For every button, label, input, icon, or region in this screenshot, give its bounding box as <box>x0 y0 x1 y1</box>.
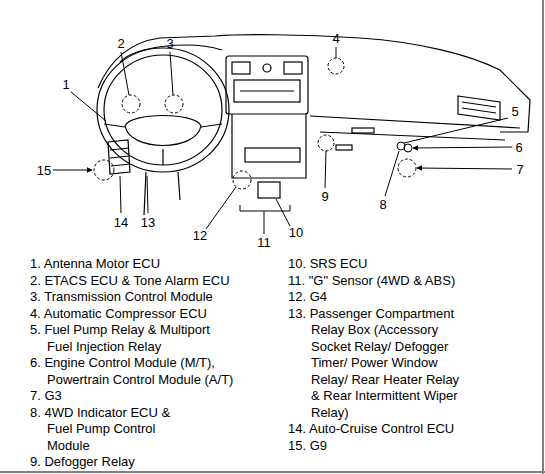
location-markers <box>94 58 416 189</box>
vent-slat <box>111 164 130 166</box>
bracket <box>240 205 290 211</box>
radio-slot <box>240 90 294 91</box>
leader-line <box>206 187 236 229</box>
dashboard-drawing <box>97 35 530 215</box>
parts-list-item: 5. Fuel Pump Relay & Multiport Fuel Inje… <box>30 322 230 355</box>
vent-slat <box>110 156 129 158</box>
leader-line <box>121 52 129 95</box>
steering-spoke <box>104 124 125 127</box>
leader-arrow <box>413 147 512 148</box>
parts-list-item: 1. Antenna Motor ECU <box>30 256 250 273</box>
center-vent <box>284 62 302 74</box>
parts-list-item: 9. Defogger Relay <box>30 454 250 471</box>
leader-line <box>120 176 121 213</box>
callout-number: 10 <box>289 225 303 240</box>
callout-number: 2 <box>117 36 124 51</box>
parts-list-item: 6. Engine Control Module (M/T), Powertra… <box>30 355 250 388</box>
center-console <box>232 114 306 178</box>
small-markers <box>397 142 412 152</box>
callout-number: 9 <box>321 189 328 204</box>
location-marker <box>122 95 140 113</box>
steering-column <box>178 172 180 200</box>
callout-number: 5 <box>511 104 518 119</box>
location-marker <box>328 58 344 74</box>
leader-arrow <box>53 170 92 171</box>
panel-slot <box>336 145 352 150</box>
callout-number: 6 <box>515 140 522 155</box>
leader-line <box>404 118 508 143</box>
callout-number: 8 <box>379 197 386 212</box>
location-marker <box>233 171 251 189</box>
location-marker <box>404 144 412 152</box>
steering-wheel-rim <box>97 48 229 172</box>
callout-number: 7 <box>516 162 523 177</box>
leader-arrow <box>417 168 512 169</box>
glove-box-handle <box>352 128 374 133</box>
parts-list-item: 10. SRS ECU <box>288 256 528 273</box>
control-knob <box>263 64 271 72</box>
steering-column <box>144 172 146 215</box>
vent-slat <box>462 108 496 113</box>
leader-line <box>385 151 399 196</box>
callout-number: 15 <box>37 163 51 178</box>
steering-hub <box>125 116 201 146</box>
callout-number: 11 <box>257 235 271 250</box>
parts-list-item: 15. G9 <box>288 438 528 455</box>
dash-top <box>98 35 530 100</box>
location-marker <box>165 95 183 113</box>
glove-box-top <box>320 132 505 140</box>
steering-wheel-rim <box>104 55 222 165</box>
leader-line <box>336 47 337 58</box>
leader-lines <box>53 47 512 234</box>
center-stack <box>226 56 308 114</box>
callout-number: 1 <box>62 77 69 92</box>
leader-line <box>325 151 326 188</box>
vent-slat <box>462 102 496 107</box>
leader-line <box>71 92 106 121</box>
parts-list-item: 7. G3 <box>30 388 250 405</box>
callout-number: 4 <box>332 31 339 46</box>
parts-list-item: 4. Automatic Compressor ECU <box>30 306 250 323</box>
radio <box>234 80 300 102</box>
leader-line <box>147 176 148 213</box>
console-tray <box>245 148 300 162</box>
location-marker <box>318 135 334 151</box>
parts-list-item: 8. 4WD Indicator ECU & Fuel Pump Control… <box>30 405 195 455</box>
parts-list-item: 2. ETACS ECU & Tone Alarm ECU <box>30 273 250 290</box>
frame-edge <box>542 0 544 474</box>
location-marker <box>398 159 416 177</box>
parts-list-item: 3. Transmission Control Module <box>30 289 250 306</box>
steering-spoke <box>162 149 163 165</box>
parts-list-item: 13. Passenger Compartment Relay Box (Acc… <box>288 306 463 422</box>
left-vent <box>108 140 130 174</box>
vent-slat <box>110 148 129 150</box>
console-box <box>258 182 280 198</box>
parts-list-item: 11. "G" Sensor (4WD & ABS) <box>288 273 528 290</box>
callout-number: 12 <box>193 228 207 243</box>
parts-list-item: 12. G4 <box>288 289 528 306</box>
callout-number: 13 <box>141 215 155 230</box>
steering-spoke <box>201 124 222 127</box>
center-vent <box>232 62 250 74</box>
leader-line <box>170 52 173 95</box>
callout-number: 3 <box>166 36 173 51</box>
leader-line <box>276 199 290 226</box>
location-marker <box>94 160 114 180</box>
callout-number: 14 <box>114 215 128 230</box>
parts-list-item: 14. Auto-Cruise Control ECU <box>288 421 528 438</box>
frame-edge <box>0 471 545 473</box>
right-vent <box>458 96 500 120</box>
leader-line <box>264 211 265 234</box>
